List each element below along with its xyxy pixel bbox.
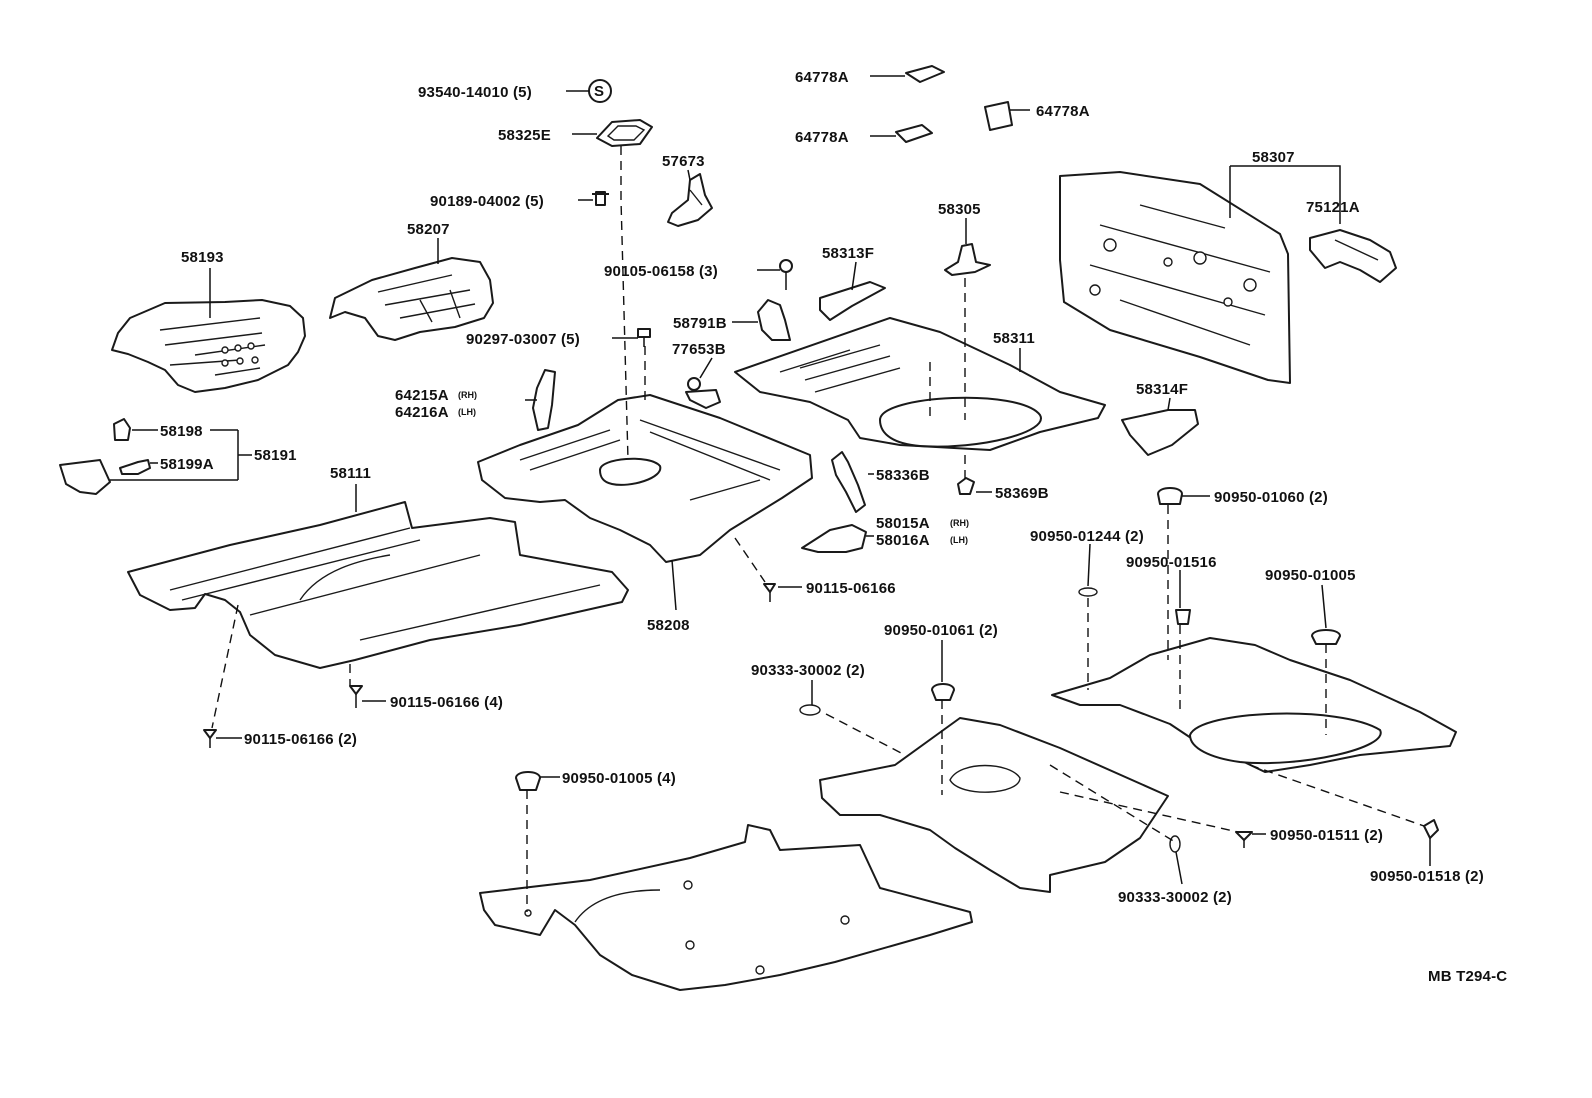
- label-90115-06166-2: 90115-06166 (2): [244, 731, 357, 748]
- label-58015A-side: (RH): [950, 518, 969, 528]
- label-64216A: 64216A: [395, 404, 449, 421]
- label-58015A: 58015A: [876, 515, 930, 532]
- label-90333-30002-top: 90333-30002 (2): [751, 662, 865, 679]
- label-58336B: 58336B: [876, 467, 930, 484]
- label-90950-01516: 90950-01516: [1126, 554, 1217, 571]
- label-58207: 58207: [407, 221, 450, 238]
- part-58191-set-drawing: [59, 418, 151, 495]
- label-90950-01005-4: 90950-01005 (4): [562, 770, 676, 787]
- part-58193-drawing: [111, 299, 306, 393]
- label-58198: 58198: [160, 423, 203, 440]
- part-plugs-drawing: [515, 487, 1439, 853]
- label-90950-01244: 90950-01244 (2): [1030, 528, 1144, 545]
- label-93540-14010: 93540-14010 (5): [418, 84, 532, 101]
- part-58208-drawing: [477, 394, 813, 563]
- label-58313F: 58313F: [822, 245, 874, 262]
- label-90950-01060: 90950-01060 (2): [1214, 489, 1328, 506]
- part-58305-drawing: [944, 243, 991, 276]
- part-58369B-drawing: [957, 477, 975, 495]
- label-64215A-side: (RH): [458, 390, 477, 400]
- part-58111-drawing: [127, 501, 629, 669]
- label-58191: 58191: [254, 447, 297, 464]
- label-57673: 57673: [662, 153, 705, 170]
- part-58207-drawing: [329, 257, 494, 341]
- label-90950-01511: 90950-01511 (2): [1270, 827, 1383, 844]
- part-90115-bolts-drawing: [203, 583, 776, 748]
- part-77653B-drawing: [685, 377, 721, 409]
- part-58791B-drawing: [757, 299, 791, 341]
- part-58311-drawing: [734, 317, 1106, 451]
- label-58305: 58305: [938, 201, 981, 218]
- label-58016A-side: (LH): [950, 535, 968, 545]
- label-75121A: 75121A: [1306, 199, 1360, 216]
- label-90105-06158: 90105-06158 (3): [604, 263, 718, 280]
- part-58015A-drawing: [801, 524, 867, 553]
- part-58307-drawing: [1059, 171, 1291, 384]
- diagram-code: MB T294-C: [1428, 968, 1507, 985]
- label-64215A: 64215A: [395, 387, 449, 404]
- label-64778A-top: 64778A: [795, 69, 849, 86]
- label-s-symbol: S: [594, 83, 604, 100]
- part-58314F-drawing: [1121, 409, 1199, 456]
- part-labels: 93540-14010 (5) S 58325E 90189-04002 (5)…: [160, 69, 1507, 985]
- label-58314F: 58314F: [1136, 381, 1188, 398]
- label-90950-01518: 90950-01518 (2): [1370, 868, 1484, 885]
- label-58791B: 58791B: [673, 315, 727, 332]
- label-64216A-side: (LH): [458, 407, 476, 417]
- front-floor-carpet-drawing: [479, 824, 973, 991]
- label-58369B: 58369B: [995, 485, 1049, 502]
- label-90950-01061: 90950-01061 (2): [884, 622, 998, 639]
- label-64778A-right: 64778A: [1036, 103, 1090, 120]
- part-64778A-pads-drawing: [895, 65, 1013, 143]
- label-58193: 58193: [181, 249, 224, 266]
- label-58311: 58311: [993, 330, 1035, 347]
- center-floor-carpet-drawing: [819, 717, 1169, 893]
- label-90115-06166-4: 90115-06166 (4): [390, 694, 503, 711]
- label-90115-06166: 90115-06166: [806, 580, 896, 597]
- rear-floor-carpet-drawing: [1051, 637, 1457, 773]
- label-64778A-bottom: 64778A: [795, 129, 849, 146]
- label-77653B: 77653B: [672, 341, 726, 358]
- label-90189-04002: 90189-04002 (5): [430, 193, 544, 210]
- label-90297-03007: 90297-03007 (5): [466, 331, 580, 348]
- label-58016A: 58016A: [876, 532, 930, 549]
- dashed-alignment-lines: [211, 146, 1425, 912]
- part-58336B-drawing: [831, 451, 866, 513]
- part-75121A-drawing: [1309, 229, 1397, 283]
- leader-lines: [110, 75, 1431, 885]
- label-58111: 58111: [330, 465, 371, 482]
- part-90297-drawing: [637, 328, 651, 347]
- label-58199A: 58199A: [160, 456, 214, 473]
- part-90105-drawing: [779, 259, 793, 290]
- label-58208: 58208: [647, 617, 690, 634]
- part-90189-drawing: [592, 191, 609, 206]
- label-58307: 58307: [1252, 149, 1295, 166]
- label-58325E: 58325E: [498, 127, 551, 144]
- label-90333-30002-bottom: 90333-30002 (2): [1118, 889, 1232, 906]
- part-58313F-drawing: [819, 281, 886, 321]
- part-57673-drawing: [667, 173, 713, 227]
- part-64215A-drawing: [532, 369, 556, 431]
- label-90950-01005-right: 90950-01005: [1265, 567, 1356, 584]
